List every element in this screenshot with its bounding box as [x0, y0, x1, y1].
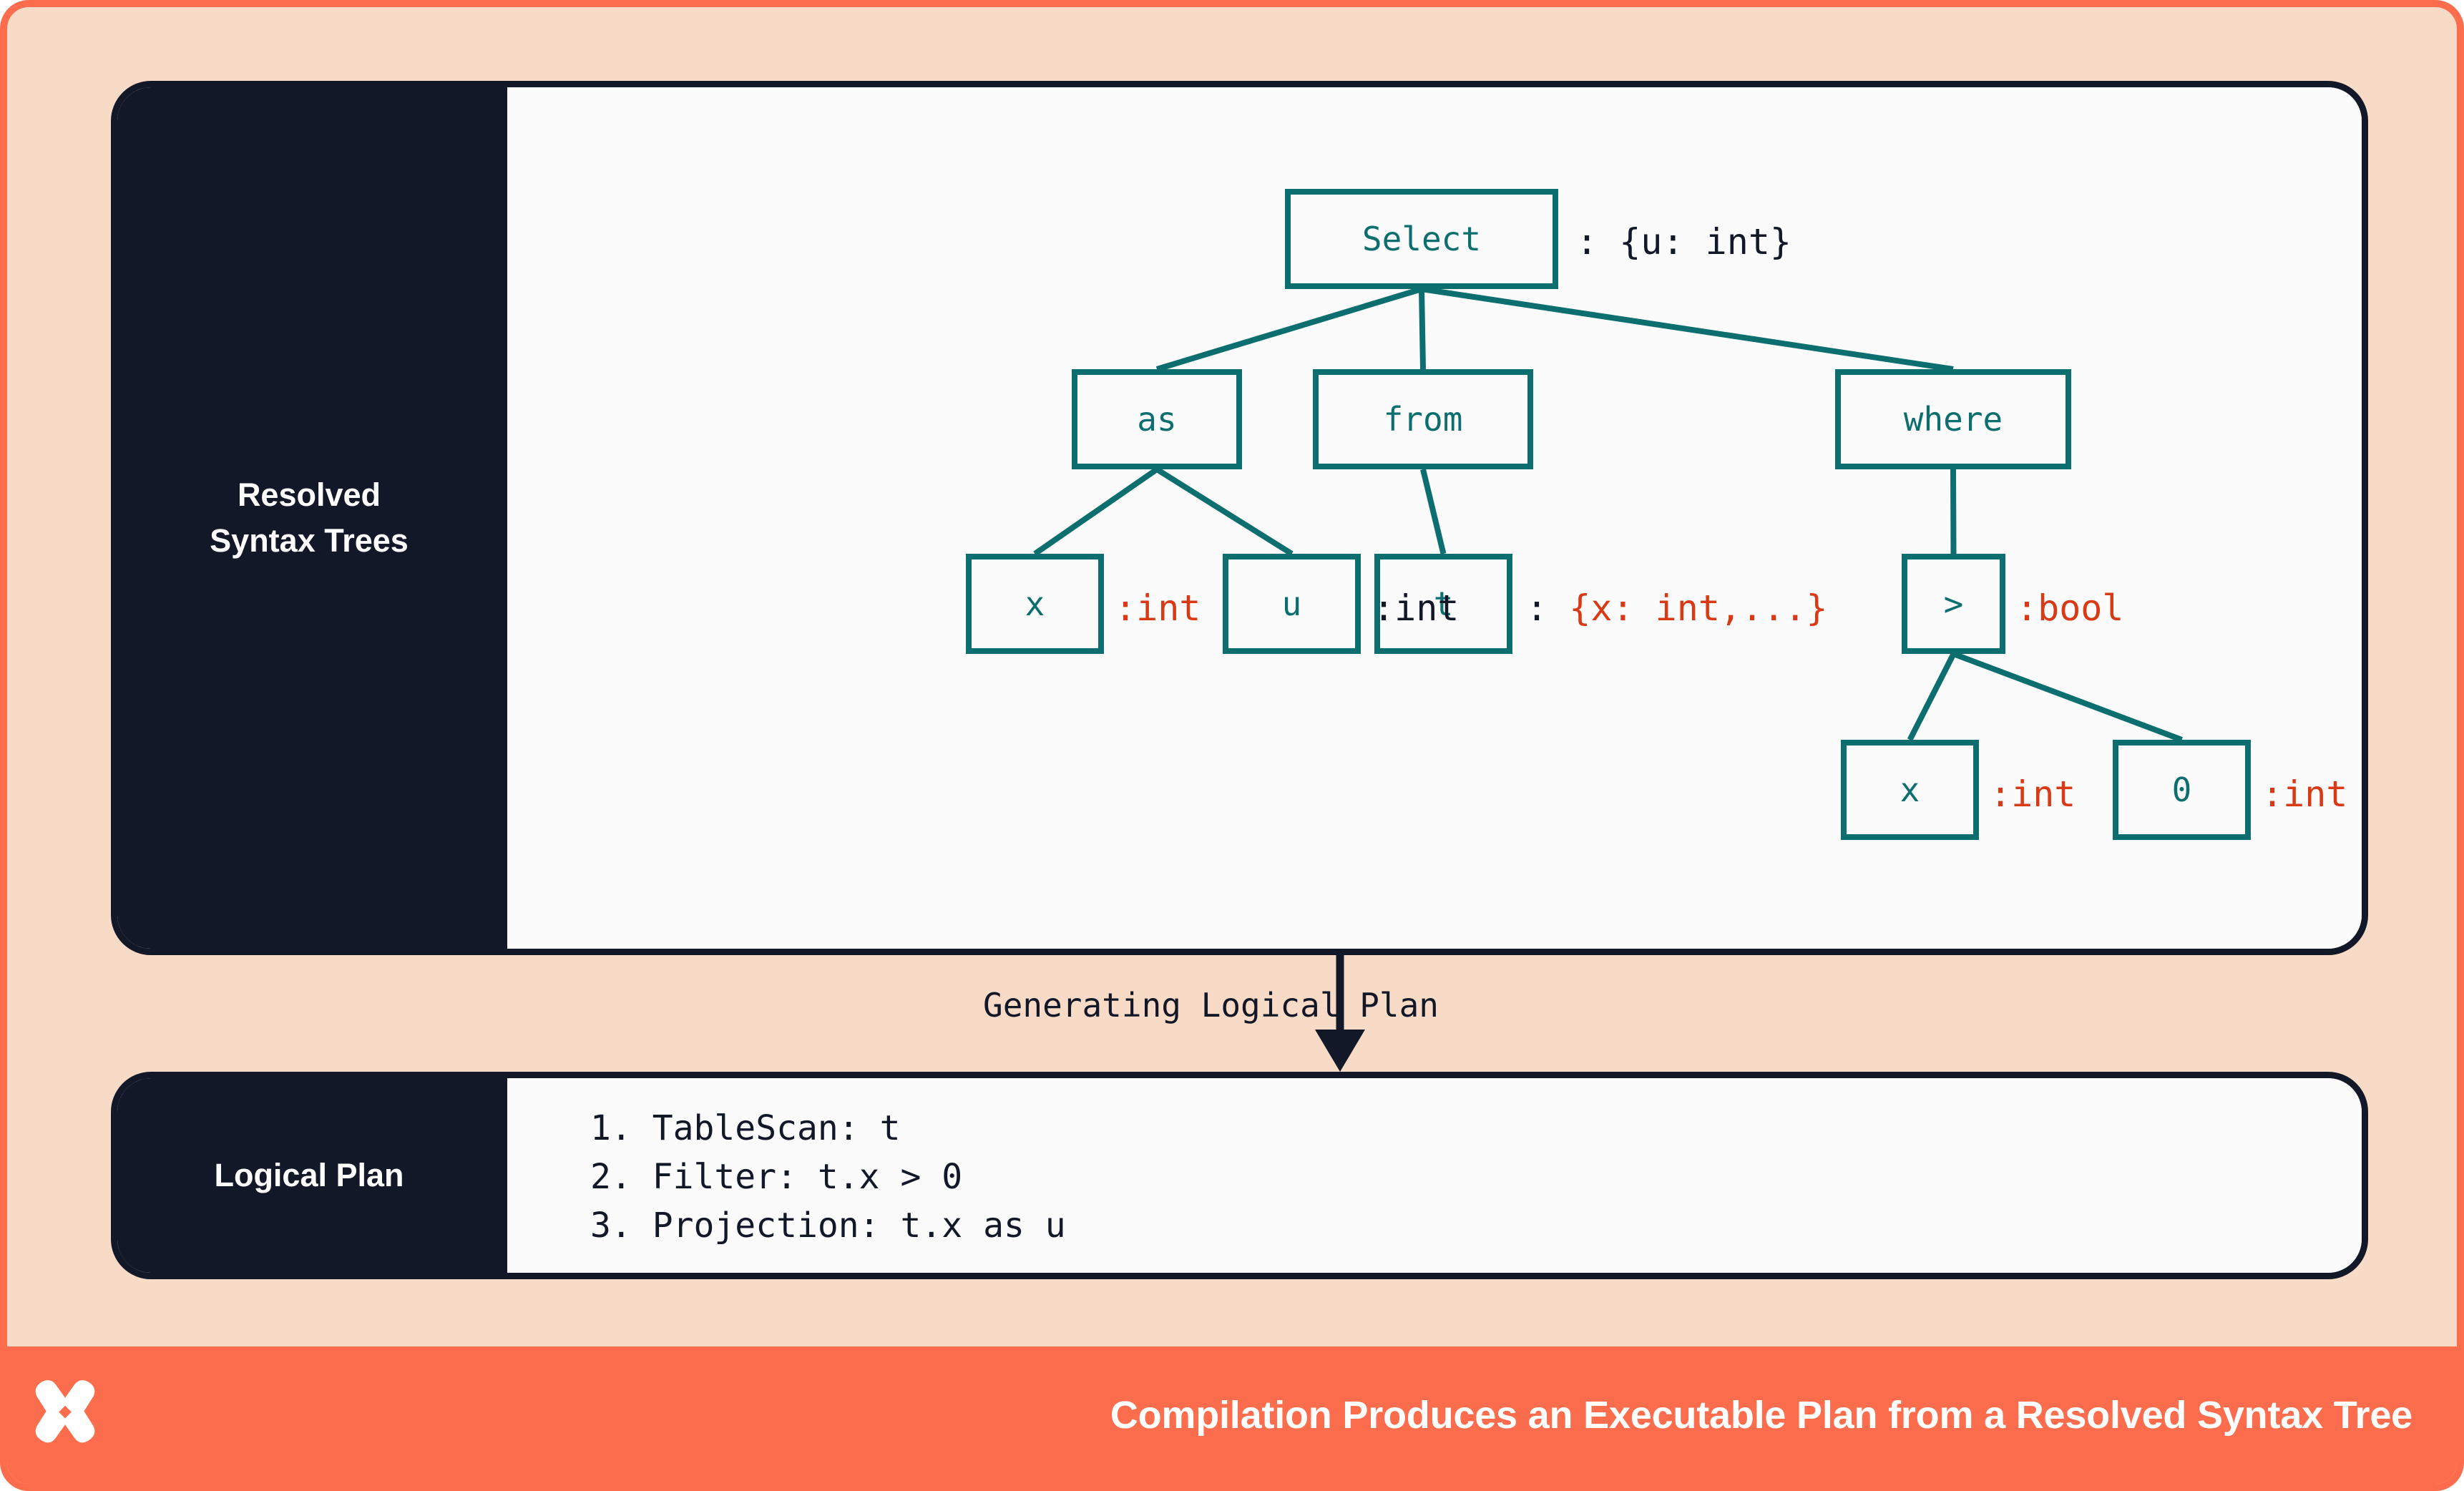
tree-node-as: as [1072, 369, 1242, 469]
x-star-logo-icon [35, 1380, 95, 1443]
type-annotation-t1: : {x: int,...} [1526, 590, 1827, 626]
logical-plan-label: Logical Plan [117, 1078, 507, 1273]
tree-node-label: Select [1361, 220, 1482, 258]
tree-node-label: as [1137, 400, 1177, 439]
annotation-segment: :int [1373, 587, 1460, 629]
logical-plan-step: 2. Filter: t.x > 0 [590, 1157, 963, 1198]
footer-bar: Compilation Produces an Executable Plan … [7, 1346, 2457, 1484]
tree-node-t1: t [1374, 554, 1512, 654]
logical-plan-step: 1. TableScan: t [590, 1108, 901, 1148]
tree-edge [1419, 288, 1426, 370]
annotation-segment: :bool [2016, 587, 2124, 629]
tree-node-label: from [1383, 400, 1463, 439]
tree-node-label: x [1025, 585, 1045, 623]
logical-plan-panel: Logical Plan 1. TableScan: t 2. Filter: t… [111, 1072, 2368, 1279]
tree-edge [1421, 286, 1954, 372]
tree-node-label: u [1281, 585, 1302, 623]
tree-node-x1: x [966, 554, 1104, 654]
resolved-syntax-trees-label: Resolved Syntax Trees [117, 87, 507, 949]
annotation-segment: {x: int,...} [1569, 587, 1828, 629]
tree-node-label: t [1433, 585, 1454, 623]
annotation-segment: : {u: int} [1576, 221, 1792, 263]
type-annotation-select: : {u: int} [1576, 224, 1791, 260]
tree-edge [1033, 466, 1159, 557]
tree-edge [1952, 651, 2183, 743]
logical-plan-step: 3. Projection: t.x as u [590, 1206, 1066, 1246]
tree-node-label: > [1943, 585, 1964, 623]
logical-plan-steps: 1. TableScan: t 2. Filter: t.x > 0 3. Proj… [507, 1078, 2362, 1250]
tree-edge [1950, 469, 1957, 554]
stage-connector: Generating Logical Plan [111, 955, 2368, 1073]
tree-edge [1155, 466, 1294, 557]
logical-plan-body: 1. TableScan: t 2. Filter: t.x > 0 3. Proj… [507, 1078, 2362, 1273]
annotation-segment: :int [2262, 773, 2348, 815]
connector-arrow-icon [1315, 955, 1365, 1072]
type-annotation-gt: :bool [2016, 590, 2124, 626]
tree-edges [1033, 286, 2183, 743]
panel-label-line-1: Resolved [237, 476, 381, 514]
type-annotation-0: :int [2262, 776, 2347, 812]
tree-node-from: from [1313, 369, 1533, 469]
connector-label: Generating Logical Plan [983, 986, 1439, 1025]
type-annotation-x2: :int [1990, 776, 2076, 812]
tree-node-label: 0 [2171, 771, 2192, 809]
tree-node-u1: u [1223, 554, 1361, 654]
annotation-segment: : [1526, 587, 1570, 629]
tree-node-x2: x [1841, 740, 1979, 840]
annotation-segment: :int [1990, 773, 2076, 815]
tree-edge [1155, 286, 1423, 372]
tree-node-where: where [1835, 369, 2071, 469]
type-annotation-u1: :int [1373, 590, 1459, 626]
tree-edge [1420, 469, 1447, 554]
type-annotation-x1: :int [1115, 590, 1201, 626]
annotation-segment: :int [1115, 587, 1201, 629]
tree-node-label: x [1900, 771, 1920, 809]
syntax-tree-canvas: Select as from where x u t > x 0 : {u: int} :int :in… [507, 87, 2362, 949]
resolved-syntax-trees-panel: Resolved Syntax Trees Select as from where x… [111, 81, 2368, 955]
footer-caption: Compilation Produces an Executable Plan … [1110, 1394, 2412, 1437]
panel-label-line-2: Syntax Trees [210, 522, 409, 559]
tree-node-0: 0 [2113, 740, 2251, 840]
tree-node-select: Select [1285, 189, 1558, 289]
tree-edge [1907, 652, 1957, 741]
tree-node-label: where [1903, 400, 2003, 439]
tree-node-gt: > [1902, 554, 2005, 654]
